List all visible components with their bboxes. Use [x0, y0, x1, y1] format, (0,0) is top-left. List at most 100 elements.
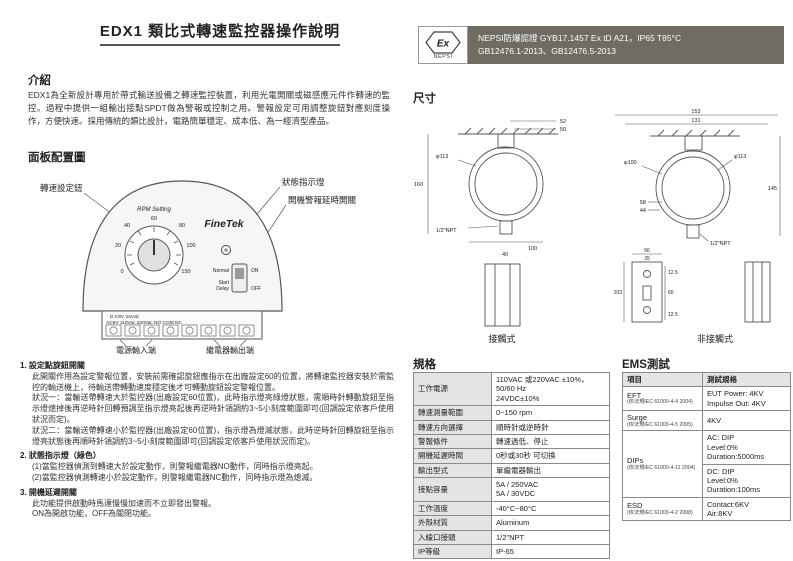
scale-40: 40 — [124, 223, 130, 229]
instruction-para: 此功能提供啟動時馬達慢慢加速而不立即發出警報。 — [32, 498, 216, 508]
spec-value: 0~150 rpm — [491, 405, 610, 421]
terminal-screws — [105, 324, 255, 337]
scale-80: 80 — [179, 223, 185, 229]
ems-item-cell: Surge (依法規IEC 61000-4-5 2005) — [622, 410, 703, 432]
spec-value: 轉速過低、停止 — [491, 433, 610, 450]
ems-item-standard: (依法規IEC 61000-4-4 2004) — [627, 399, 693, 406]
ems-row: DIPs (依法規IEC 61000-4-11 2004) AC: DIP Le… — [622, 430, 791, 498]
ems-value-cell: AC: DIP Level:0% Duration:5000ms — [702, 430, 791, 465]
dim-153: 153 — [691, 109, 700, 115]
delay-callout-label: 開機警報延時開關 — [288, 195, 356, 205]
cert-banner: Ex NEPSI NEPSI防爆認證 GYB17.1457 Ex tD A21，… — [418, 26, 784, 64]
spec-label: 工作溫度 — [413, 500, 492, 517]
status-callout-label: 狀態指示燈 — [282, 177, 325, 187]
intro-heading: 介紹 — [28, 75, 51, 87]
spec-value: IP-65 — [491, 543, 610, 560]
ems-item-standard: (依法規IEC 61000-4-5 2005) — [627, 421, 693, 428]
spec-value: 110VAC 或220VAC ±10%， 50/60 Hz 24VDC±10% — [491, 371, 610, 407]
dim-60: 60 — [668, 290, 674, 296]
delay-switch-toggle[interactable] — [235, 268, 244, 279]
spec-label: IP等級 — [413, 543, 492, 560]
ems-row: EFT (依法規IEC 61000-4-4 2004) EUT Power: 4… — [622, 386, 791, 412]
spec-value: Aluminum — [491, 515, 610, 531]
dim-160: 160 — [414, 182, 423, 188]
bracket-contact — [484, 263, 521, 327]
header: EDX1 類比式轉速監控器操作說明 — [60, 20, 380, 46]
spec-row: 工作溫度-40°C~80°C — [413, 500, 610, 517]
status-led-dot — [224, 248, 228, 252]
ems-item-name: DIPs — [627, 456, 644, 466]
spec-value: 0秒或30秒 可切換 — [491, 448, 610, 464]
ex-hexagon-icon: Ex — [425, 30, 461, 54]
dim-50: 50 — [560, 127, 566, 133]
normal-label: Normal — [213, 268, 229, 274]
ems-col-item: 項目 — [622, 371, 703, 388]
spec-value: 5A / 250VAC 5A / 30VDC — [491, 477, 610, 502]
view-contact — [427, 120, 558, 243]
dim-phi100: φ100 — [624, 160, 637, 166]
dim-131: 131 — [691, 118, 700, 124]
page-title: EDX1 類比式轉速監控器操作說明 — [99, 20, 341, 46]
terminal-line1: D.C9V 24Vdc — [110, 314, 140, 320]
scale-100: 100 — [186, 243, 195, 249]
brand-logo: FineTek — [204, 218, 244, 230]
caption-contact: 接觸式 — [488, 333, 515, 344]
panel-heading: 面板配置圖 — [28, 152, 86, 164]
on-label: ON — [251, 268, 259, 274]
power-input-label: 電源輸入端 — [116, 345, 156, 355]
dimension-drawings: 52 50 φ113 160 100 40 1/2"NPT 153 131 — [414, 109, 781, 344]
dim-phi113-a: φ113 — [436, 154, 448, 160]
spec-row: 輸出型式單繼電器輸出 — [413, 462, 610, 479]
spec-label: 轉速方向選擇 — [413, 419, 492, 435]
spec-label: 警報條件 — [413, 433, 492, 450]
dim-103: 103 — [614, 290, 623, 296]
instruction-title-2: 2. 狀態指示燈（綠色） — [20, 451, 101, 461]
scale-20: 20 — [115, 243, 121, 249]
spec-label: 開機延遲時間 — [413, 448, 492, 464]
instruction-para: 此開關作用為設定警報位置，安裝前需確認旋鈕應指示在出廠設定60的位置，將轉速監控… — [32, 371, 394, 392]
dim-100: 100 — [528, 246, 537, 252]
ex-mark: Ex — [437, 38, 450, 49]
instruction-para: 狀況二：當輸送帶轉速小於監控器(出廠設定60位置)，指示燈為燈滅狀態，此時逆時針… — [32, 425, 394, 446]
dim-npt-b: 1/2"NPT — [710, 241, 731, 247]
ems-item-cell: DIPs (依法規IEC 61000-4-11 2004) — [622, 430, 703, 498]
ems-item-name: ESD — [627, 501, 643, 511]
ems-row: ESD (依法規IEC 61000-4-2 2008) Contact:6KV … — [622, 496, 791, 522]
intro-body: EDX1為全新設計專用於帶式輸送設備之轉速監控裝置，利用光電開關或磁感應元件作轉… — [28, 90, 390, 127]
spec-value: 順時針或逆時針 — [491, 419, 610, 435]
dim-40: 40 — [502, 252, 508, 258]
ems-row: DC: DIP Level:0% Duration:100ms — [623, 463, 791, 498]
instruction-para: ON為開啟功能，OFF為關閉功能。 — [32, 509, 156, 519]
ems-value-cell: EUT Power: 4KV Impulse Out: 4KV — [702, 386, 791, 412]
ems-value-cell: DC: DIP Level:0% Duration:100ms — [702, 463, 791, 498]
dim-125-top: 12.5 — [668, 270, 678, 276]
ems-item-cell: EFT (依法規IEC 61000-4-4 2004) — [622, 386, 703, 412]
instruction-title-3: 3. 開機延遲開關 — [20, 487, 77, 497]
knob-callout-label: 轉速設定鈕 — [40, 183, 83, 193]
caption-noncontact: 非接觸式 — [697, 333, 733, 344]
instruction-para: (2)當監控器偵測轉速小於設定動作，則警報繼電器NC動作，同時指示燈為熄滅。 — [32, 472, 318, 482]
dim-56: 56 — [644, 248, 650, 254]
ems-item-cell: ESD (依法規IEC 61000-4-2 2008) — [622, 496, 703, 522]
spec-label: 輸出型式 — [413, 462, 492, 479]
spec-row: 轉速方向選擇順時針或逆時針 — [413, 419, 610, 435]
dim-44: 44 — [640, 208, 646, 214]
cert-line2: GB12476.1-2013、GB12476.5-2013 — [478, 46, 616, 56]
instruction-title-1: 1. 設定點旋鈕開關 — [20, 361, 85, 370]
off-label: OFF — [251, 286, 261, 292]
ems-row: Surge (依法規IEC 61000-4-5 2005) 4KV — [622, 410, 791, 432]
spec-label: 外殼材質 — [413, 515, 492, 531]
delay-word-label: Delay — [216, 286, 229, 292]
ems-col-spec: 測試規格 — [702, 371, 791, 388]
scale-60: 60 — [151, 216, 157, 222]
instruction-para: (1)當監控器偵測到轉速大於設定動作，則警報繼電器NO動作，同時指示燈亮起。 — [32, 462, 318, 472]
spec-label: 工作電源 — [413, 371, 492, 407]
